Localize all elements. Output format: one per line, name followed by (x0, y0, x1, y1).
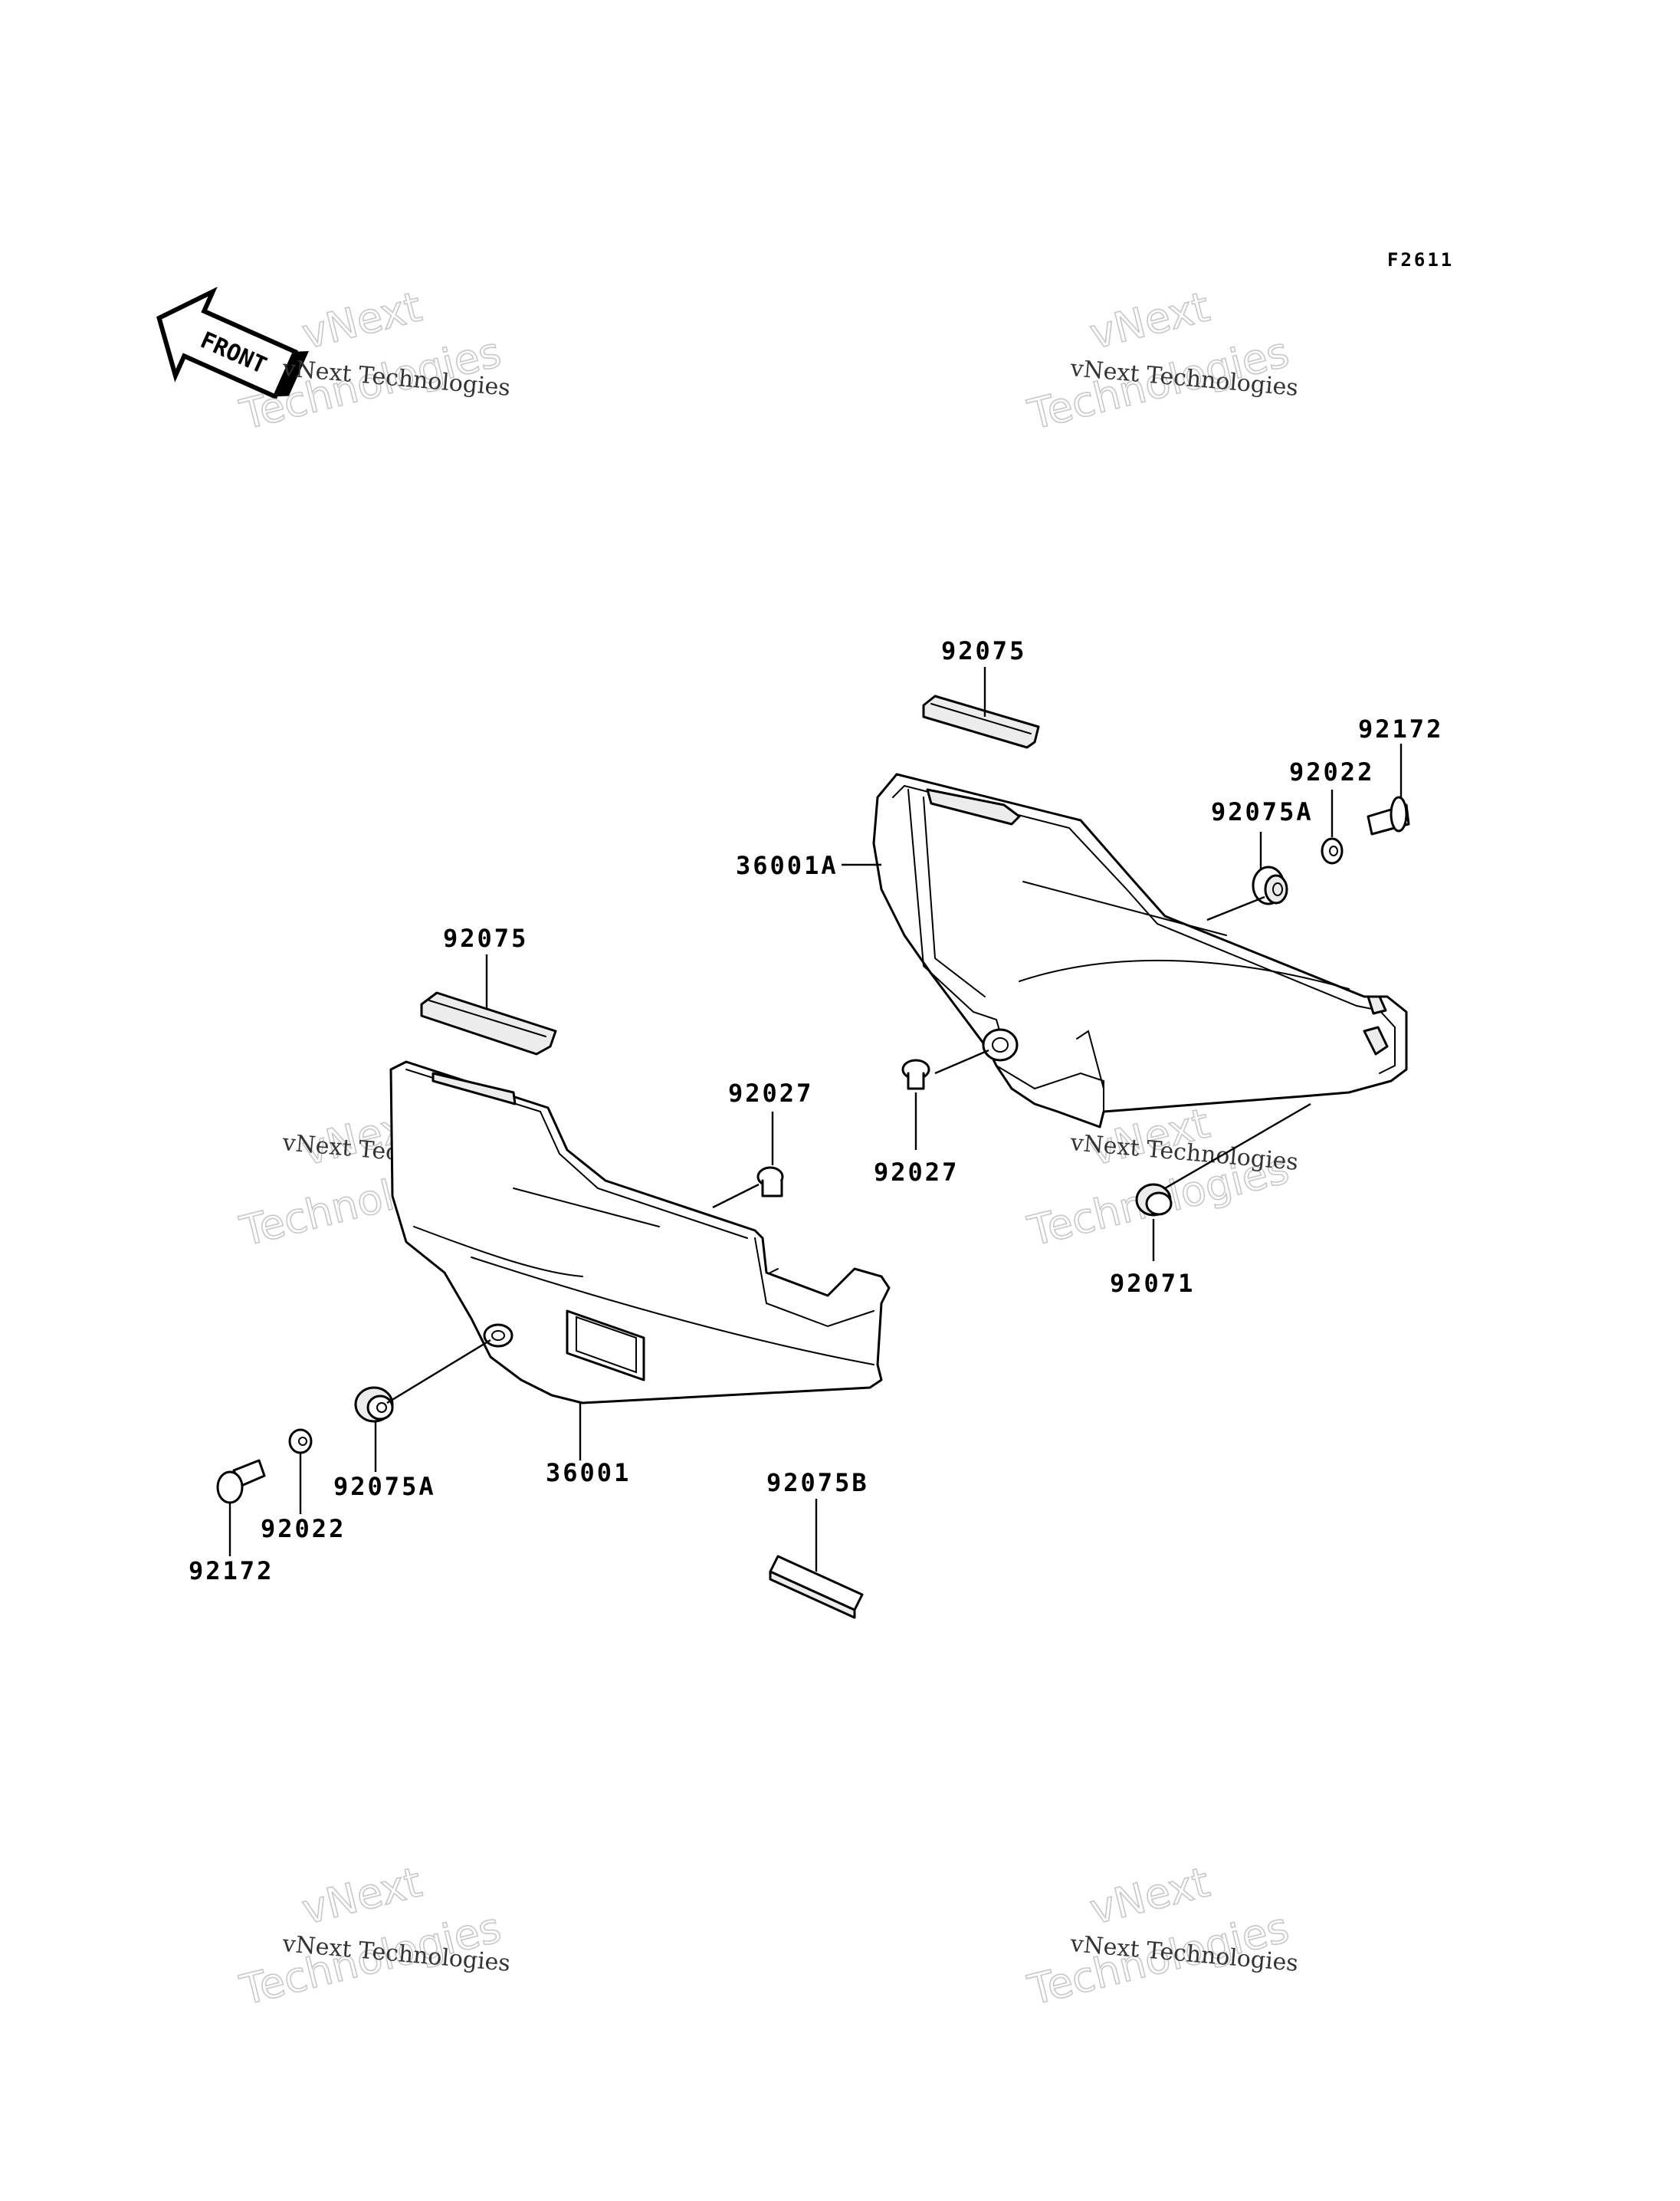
watermark-bottom-left: vNext Technologies vNext Technologies (235, 1858, 511, 2015)
part-92075B-lower (769, 1555, 864, 1619)
side-cover-36001A (872, 773, 1408, 1128)
callout-36001: 36001 (546, 1458, 631, 1487)
callout-92075B: 92075B (766, 1468, 869, 1497)
part-92022-lower (288, 1428, 313, 1454)
front-arrow-icon: FRONT (156, 286, 309, 400)
callout-92022-upper: 92022 (1289, 757, 1374, 787)
callout-92027-upper: 92027 (874, 1158, 959, 1187)
callout-92075A-upper: 92075A (1211, 797, 1314, 826)
callout-92071: 92071 (1110, 1269, 1195, 1298)
callout-92075-upper: 92075 (941, 636, 1026, 665)
watermark-brand: vNext (1085, 282, 1214, 358)
part-92027-lower (756, 1166, 784, 1197)
callout-92022-lower: 92022 (261, 1514, 346, 1543)
part-92075-upper (922, 695, 1040, 749)
watermark-brand: vNext (297, 1858, 426, 1933)
watermark-top-right: vNext Technologies vNext Technologies (1022, 282, 1299, 440)
part-92075-lower (420, 991, 557, 1056)
part-92172-lower (216, 1459, 266, 1504)
part-92071-upper (1135, 1183, 1173, 1217)
callout-92075-lower: 92075 (443, 924, 528, 953)
leader-lines (228, 667, 1403, 1572)
watermark-brand: vNext (297, 282, 426, 358)
callout-92172-upper: 92172 (1358, 715, 1443, 744)
part-92027-upper (901, 1059, 930, 1090)
part-92075A-upper (1252, 866, 1288, 905)
callout-92172-lower: 92172 (189, 1556, 274, 1585)
side-cover-36001 (389, 1060, 891, 1404)
callout-92075A-lower: 92075A (333, 1472, 436, 1501)
watermark-brand: vNext (1085, 1858, 1214, 1933)
figure-code: F2611 (1387, 249, 1454, 271)
callout-36001A: 36001A (736, 851, 838, 880)
watermark-middle-right: vNext Technologies vNext Technologies (1022, 1099, 1299, 1257)
part-92075A-lower (354, 1386, 394, 1423)
part-92172-upper (1367, 796, 1410, 836)
part-92022-upper (1321, 837, 1344, 865)
callout-92027-lower: 92027 (728, 1079, 813, 1108)
watermark-bottom-right: vNext Technologies vNext Technologies (1022, 1858, 1299, 2015)
